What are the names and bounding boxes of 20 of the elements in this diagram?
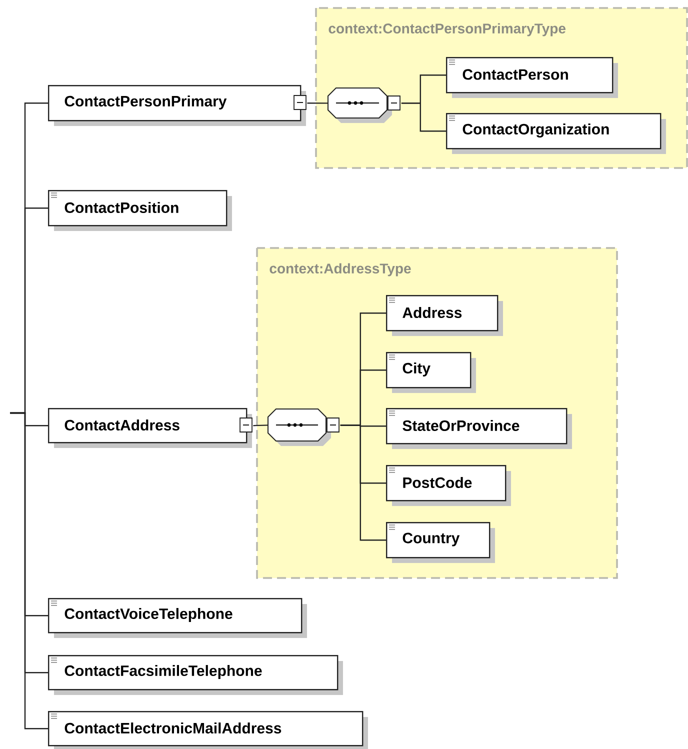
connector-line <box>340 424 386 541</box>
connector-line <box>10 412 48 730</box>
element-box: Country <box>386 522 495 563</box>
connector-line <box>401 102 446 132</box>
element-box: ContactVoiceTelephone <box>48 598 307 638</box>
sequence-compositor <box>328 88 400 123</box>
element-box: ContactAddress <box>48 408 252 448</box>
element-box: StateOrProvince <box>386 408 572 449</box>
element-box: ContactOrganization <box>446 113 666 154</box>
element-box: ContactPerson <box>446 57 618 98</box>
element-box: PostCode <box>386 465 511 506</box>
element-box: ContactPersonPrimary <box>48 85 306 126</box>
connector-line <box>307 102 328 104</box>
sequence-compositor <box>268 408 340 446</box>
element-box: Address <box>386 295 503 336</box>
element-box: ContactPosition <box>48 190 232 231</box>
element-box: ContactFacsimileTelephone <box>48 655 343 695</box>
element-box: City <box>386 352 476 393</box>
element-box: ContactElectronicMailAddress <box>48 711 368 749</box>
connector-line <box>253 424 268 426</box>
